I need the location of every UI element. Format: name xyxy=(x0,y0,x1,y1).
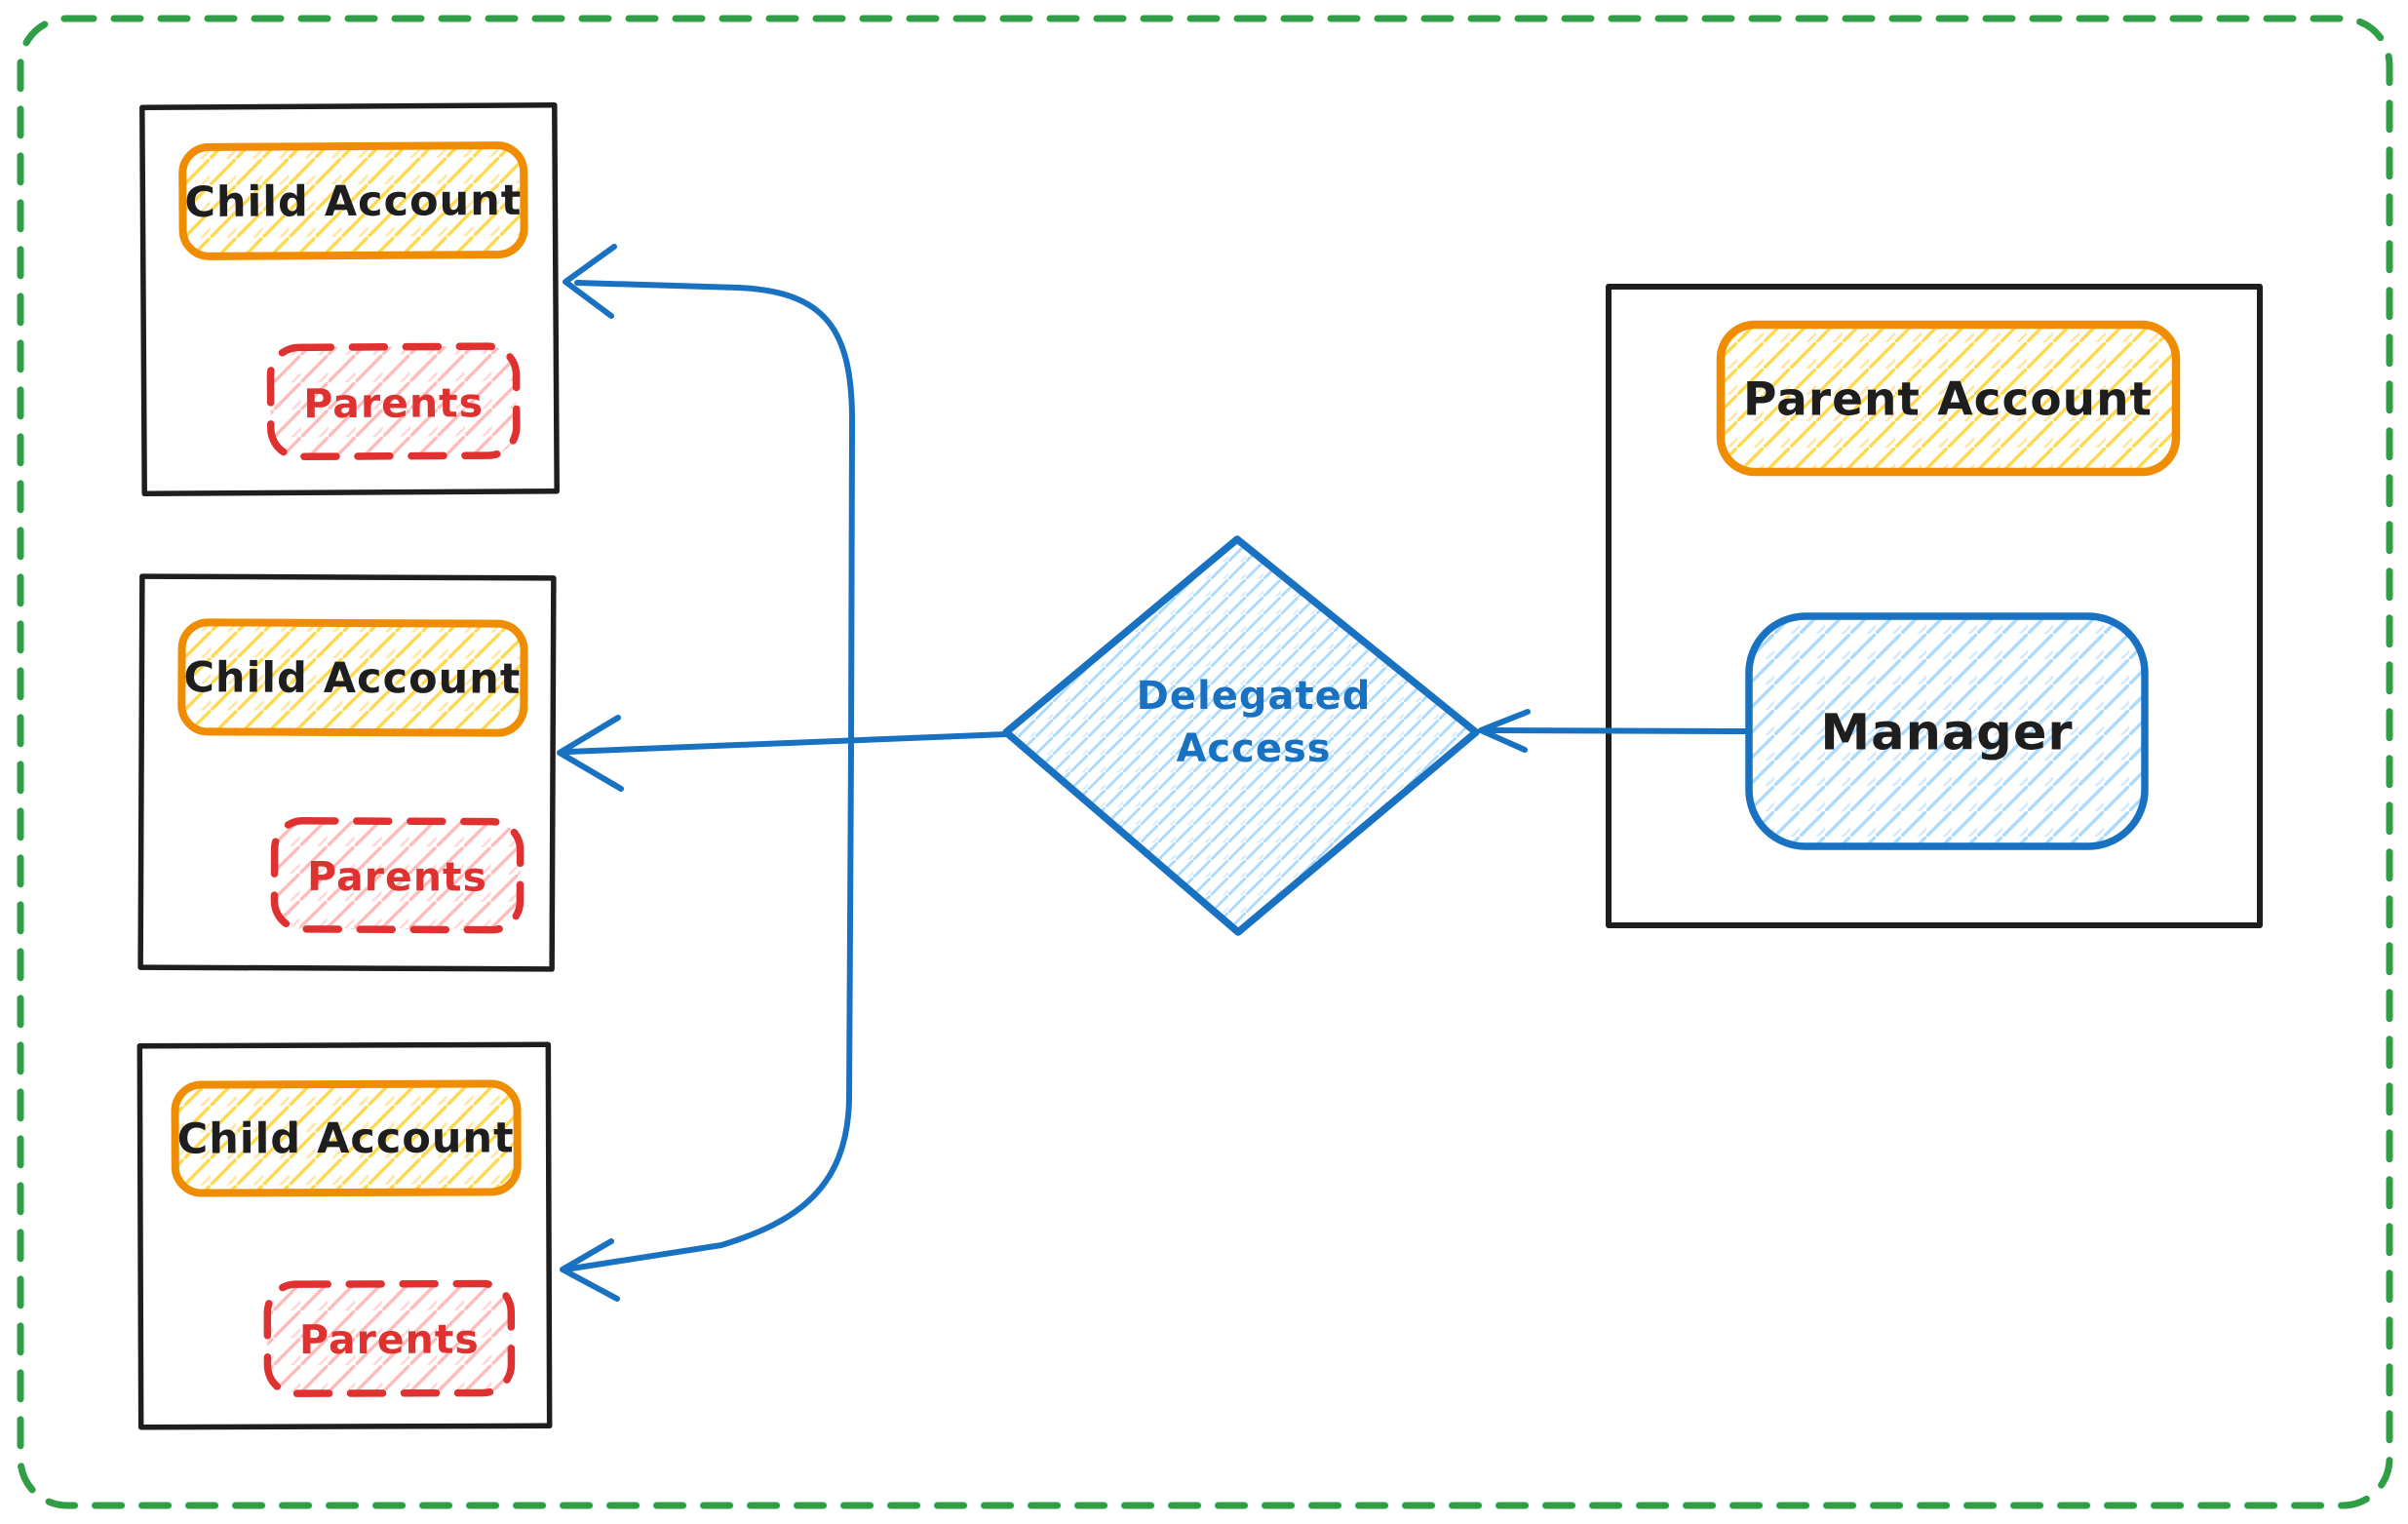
delegated-access-label-line1: Delegated xyxy=(1137,674,1372,719)
parent-account-title: Parent Account xyxy=(1743,373,2153,427)
arrowhead-left-icon xyxy=(1478,709,1531,753)
child-account-pill-2 xyxy=(177,618,528,737)
child-account-group-2: Child Account Parents xyxy=(137,573,557,972)
delegated-access-shape xyxy=(1002,535,1480,936)
parents-label-3: Parents xyxy=(299,1316,480,1364)
child-account-pill-3 xyxy=(171,1079,522,1197)
arrowhead-left-icon xyxy=(563,244,617,319)
manager-label: Manager xyxy=(1820,705,2073,762)
arrow-delegated-to-child-2 xyxy=(557,715,1010,792)
arrowhead-left-icon xyxy=(557,715,624,792)
child-account-title-1: Child Account xyxy=(184,176,522,227)
arrow-manager-to-delegated-access xyxy=(1478,709,1752,753)
child-account-title-3: Child Account xyxy=(177,1114,515,1163)
arrow-delegated-to-child-3 xyxy=(560,746,854,1302)
canvas-dashed-border xyxy=(17,15,2393,1509)
parents-label-1: Parents xyxy=(303,379,484,427)
arrowhead-left-icon xyxy=(560,1238,620,1302)
parents-pill-1 xyxy=(266,342,521,461)
delegated-access-label-line2: Access xyxy=(1176,726,1331,771)
parent-account-group: Parent Account Manager xyxy=(1606,284,2263,928)
child-account-title-2: Child Account xyxy=(183,653,521,704)
parents-label-2: Parents xyxy=(307,853,487,901)
child-account-pill-1 xyxy=(178,141,528,260)
parent-account-pill xyxy=(1716,320,2181,477)
parents-pill-3 xyxy=(263,1279,516,1397)
child-account-group-1: Child Account Parents xyxy=(139,101,560,497)
delegated-access-diamond: Delegated Access xyxy=(1002,535,1480,936)
parents-pill-2 xyxy=(270,817,524,934)
child-account-group-3: Child Account Parents xyxy=(136,1041,553,1430)
arrow-delegated-to-child-1 xyxy=(563,244,856,752)
